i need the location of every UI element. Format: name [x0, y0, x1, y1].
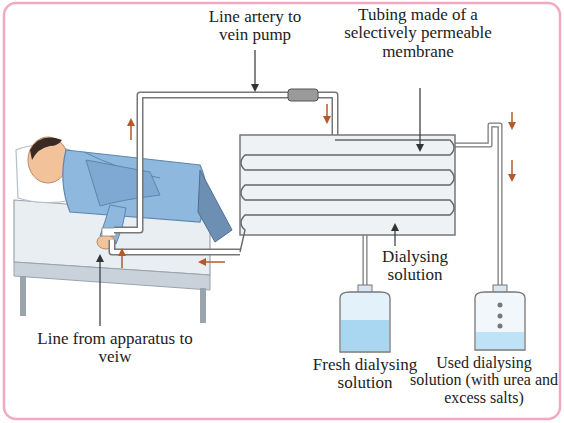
dialyser — [240, 135, 455, 252]
pump-line-label: Line artery to vein pump — [195, 8, 315, 45]
membrane-label: Tubing made of a selectively permeable m… — [338, 6, 498, 61]
used-solution-label: Used dialysing solution (with urea and e… — [410, 354, 558, 406]
fresh-bottle — [340, 285, 390, 352]
return-line-label: Line from apparatus to veiw — [25, 330, 205, 367]
frame — [4, 3, 560, 419]
used-bottle — [475, 285, 525, 350]
leader-line — [100, 50, 420, 326]
solution-label: Dialysing solution — [370, 248, 460, 285]
tubing — [112, 95, 500, 330]
pump — [288, 89, 318, 101]
flow-arrow — [122, 104, 512, 320]
